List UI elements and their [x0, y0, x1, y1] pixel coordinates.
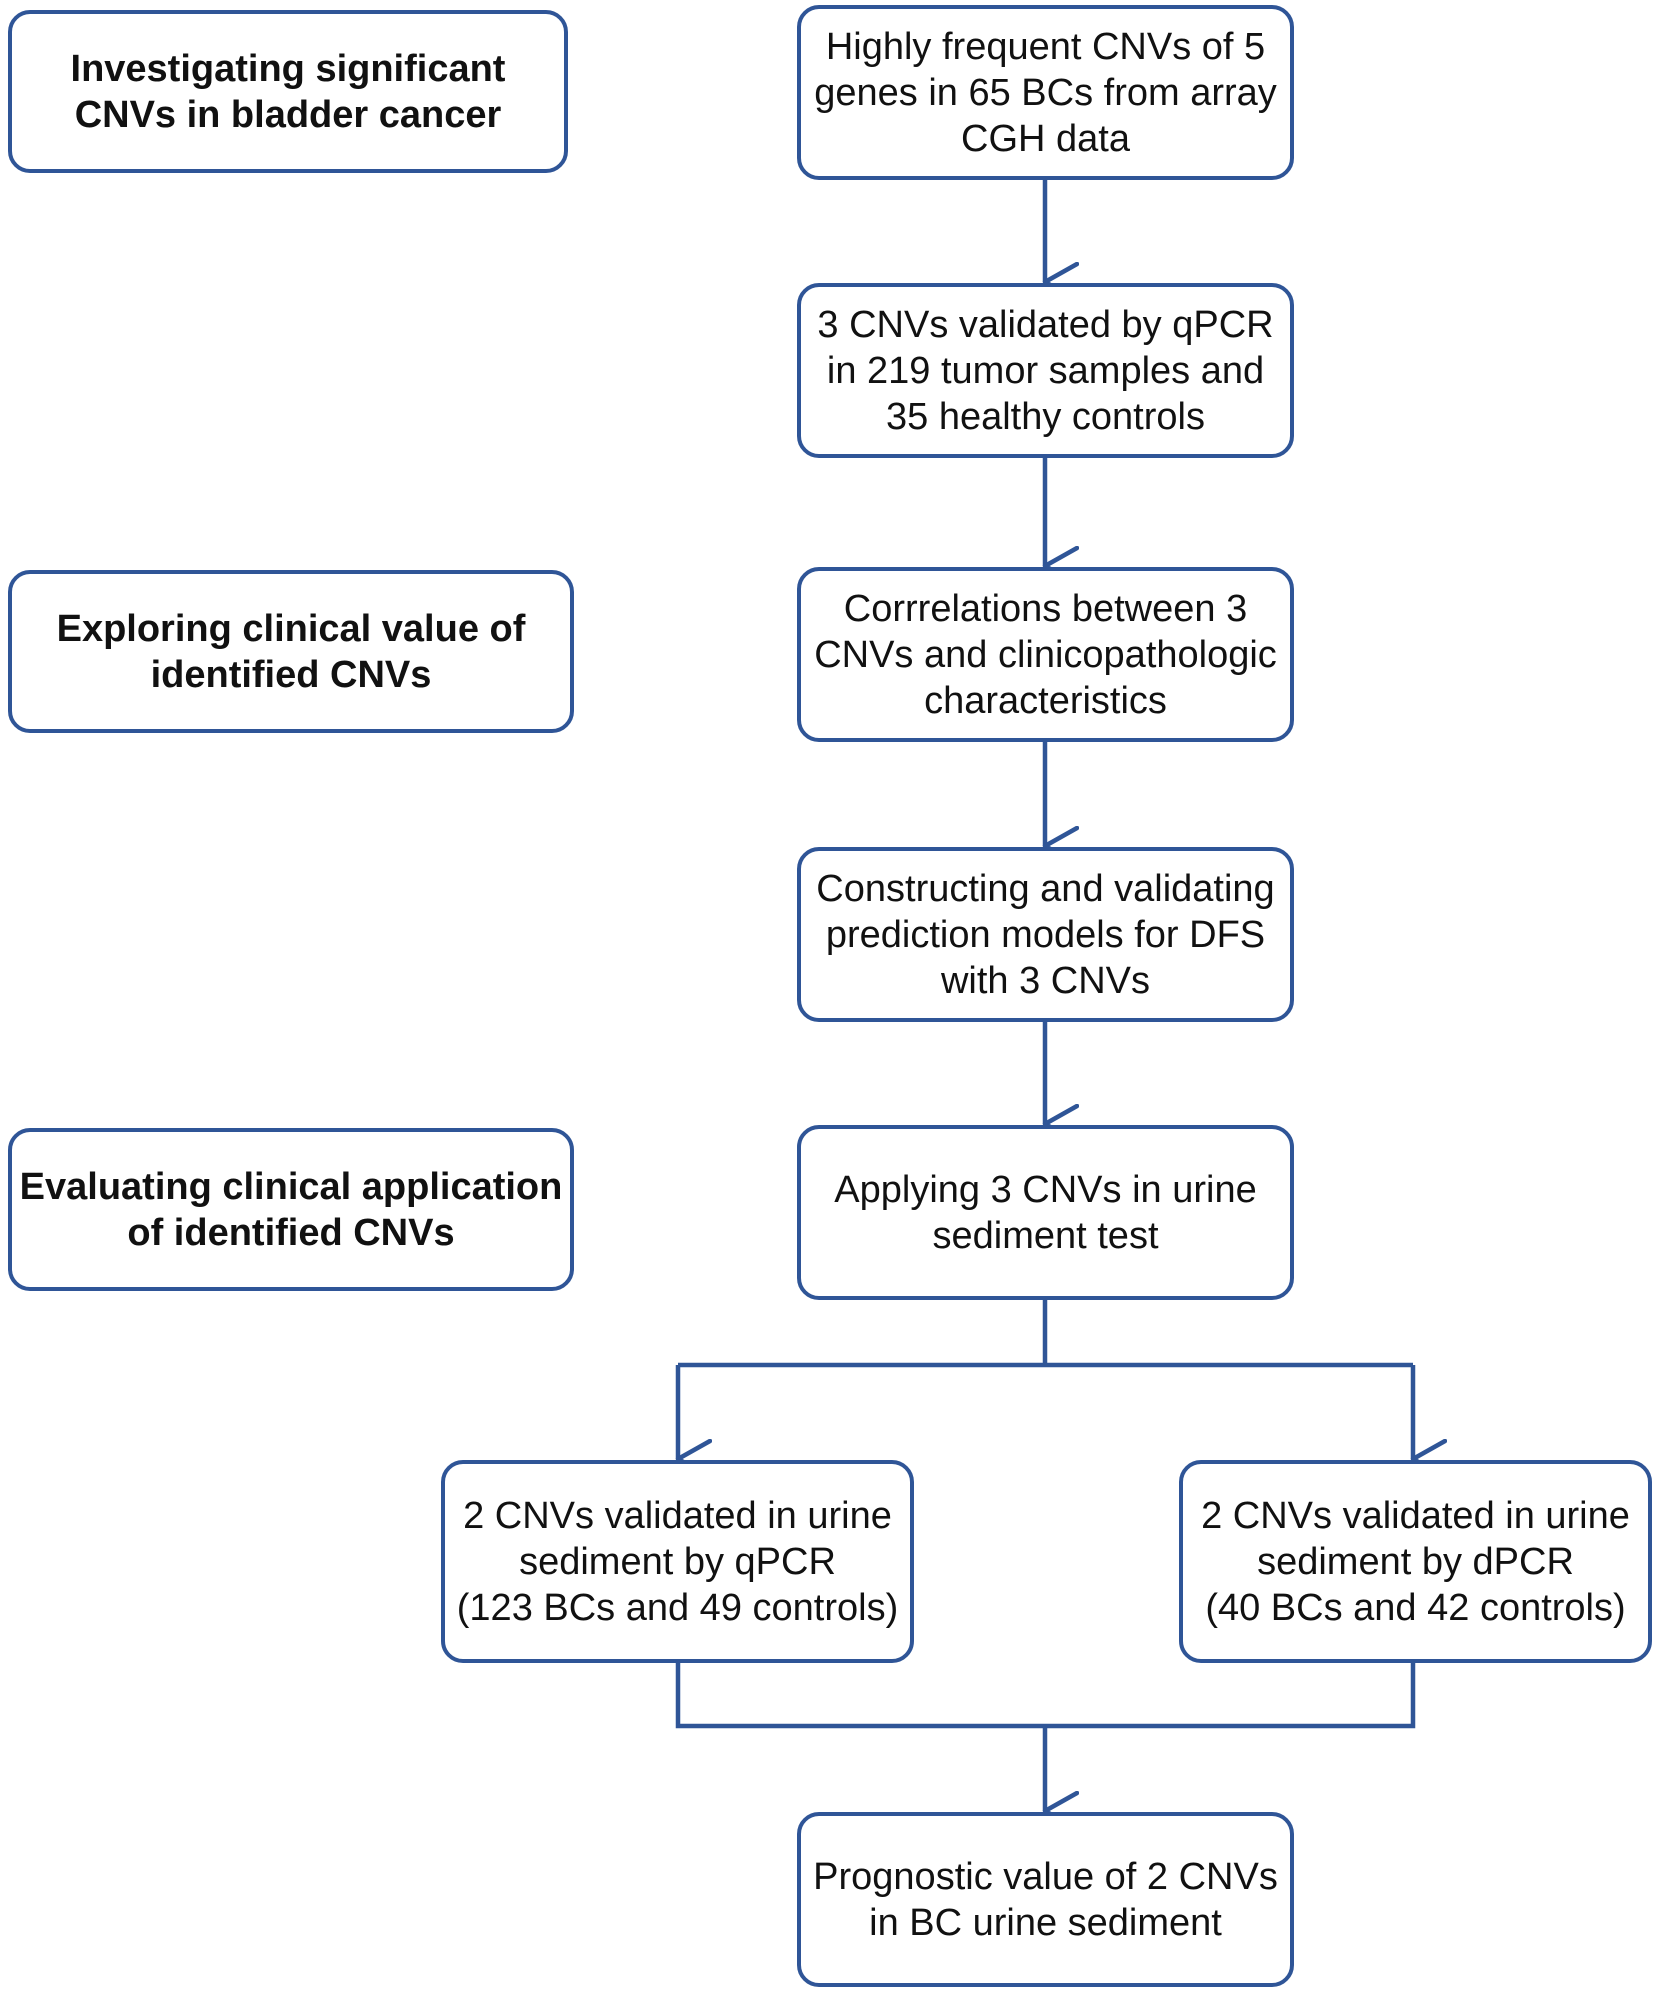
step-cgh-data: Highly frequent CNVs of 5 genes in 65 BC… [797, 5, 1294, 180]
connector-split [678, 1298, 1413, 1368]
step-urine-sediment-test: Applying 3 CNVs in urine sediment test [797, 1125, 1294, 1300]
step-qpcr-validation-text: 3 CNVs validated by qPCR in 219 tumor sa… [817, 303, 1274, 438]
step-urine-sediment-test-text: Applying 3 CNVs in urine sediment test [834, 1168, 1257, 1257]
step-urine-qpcr: 2 CNVs validated in urine sediment by qP… [441, 1460, 914, 1663]
stage-investigating-label: Investigating significant CNVs in bladde… [70, 47, 506, 136]
step-correlations: Corrrelations between 3 CNVs and clinico… [797, 567, 1294, 742]
step-cgh-data-text: Highly frequent CNVs of 5 genes in 65 BC… [814, 25, 1277, 160]
step-urine-dpcr-text: 2 CNVs validated in urine sediment by dP… [1201, 1494, 1630, 1629]
step-qpcr-validation: 3 CNVs validated by qPCR in 219 tumor sa… [797, 283, 1294, 458]
stage-exploring-label: Exploring clinical value of identified C… [56, 607, 526, 696]
step-prediction-models-text: Constructing and validating prediction m… [816, 867, 1275, 1002]
step-urine-dpcr: 2 CNVs validated in urine sediment by dP… [1179, 1460, 1652, 1663]
connector-merge [675, 1661, 1416, 1729]
step-urine-qpcr-text: 2 CNVs validated in urine sediment by qP… [456, 1494, 899, 1629]
step-prediction-models: Constructing and validating prediction m… [797, 847, 1294, 1022]
stage-exploring: Exploring clinical value of identified C… [8, 570, 574, 733]
stage-evaluating-label: Evaluating clinical application of ident… [19, 1165, 563, 1254]
stage-investigating: Investigating significant CNVs in bladde… [8, 10, 568, 173]
step-prognostic-value-text: Prognostic value of 2 CNVs in BC urine s… [813, 1855, 1278, 1944]
step-prognostic-value: Prognostic value of 2 CNVs in BC urine s… [797, 1812, 1294, 1987]
step-correlations-text: Corrrelations between 3 CNVs and clinico… [814, 587, 1277, 722]
stage-evaluating: Evaluating clinical application of ident… [8, 1128, 574, 1291]
